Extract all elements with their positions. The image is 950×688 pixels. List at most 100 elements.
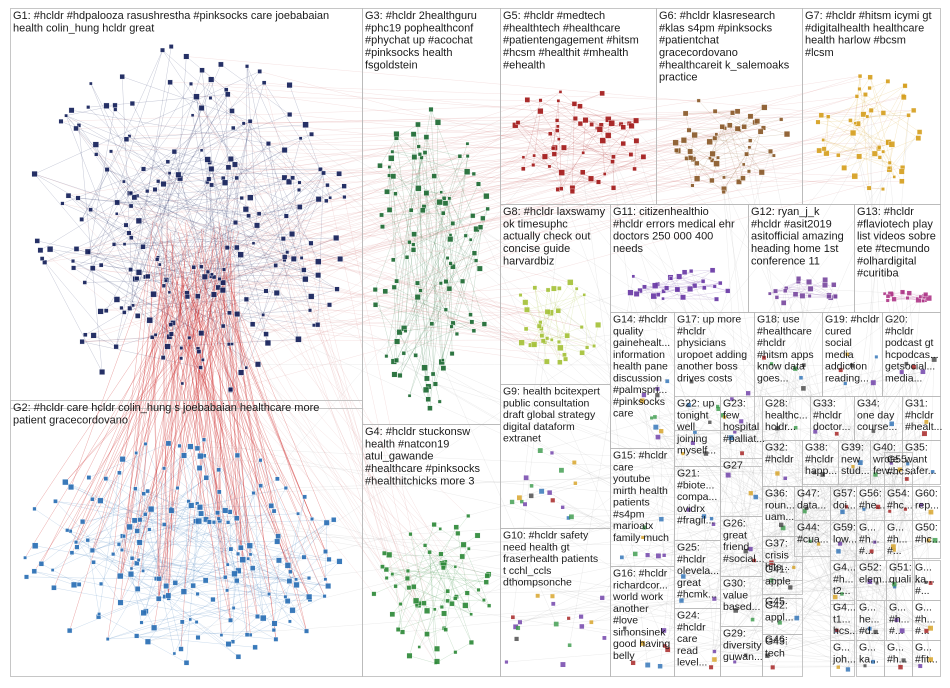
graph-node [236,551,241,556]
graph-edge [657,436,907,480]
graph-node [556,99,561,103]
graph-edge [73,267,200,352]
graph-edge [211,184,260,214]
graph-edge [723,155,774,178]
graph-edge [229,299,307,632]
graph-edge [445,566,456,630]
graph-node [393,191,398,196]
graph-node [511,615,515,620]
graph-node [90,332,97,339]
graph-node [281,147,288,154]
graph-edge [179,445,229,523]
group-label-line: #hcsm #healthit #mhealth [503,47,628,59]
graph-node [867,579,873,584]
graph-node [854,94,859,99]
graph-node [225,641,232,647]
group-label-g59: G59:low... [833,522,857,546]
group-label-line: G2: #hcldr care hcldr colin_hung s joeba… [13,402,319,414]
graph-node [559,186,564,191]
group-box-g60 [912,486,941,521]
group-label-g44: G44:#cua... [797,522,829,546]
group-label-line: G59: [833,522,856,534]
graph-node [172,651,177,656]
graph-edge [129,280,174,527]
graph-node [156,179,161,184]
graph-node [46,246,54,253]
graph-edge [386,133,397,192]
graph-edge [624,151,771,629]
graph-edge [400,553,442,605]
graph-edge [386,562,445,579]
graph-edge [750,169,890,494]
graph-edge [163,178,224,185]
graph-node [680,294,686,301]
graph-node [80,519,86,525]
graph-node [296,511,300,516]
group-label-g36: G36:roun...uam... [765,488,795,524]
graph-node [406,652,413,659]
graph-node [605,116,612,123]
graph-node [393,584,398,589]
graph-node [342,195,347,200]
group-label-line: G46: [765,634,788,646]
graph-node [126,523,133,531]
graph-node [406,585,412,591]
graph-edge [201,70,233,345]
graph-edge [686,158,693,186]
group-label-line: G... [859,642,876,654]
group-label-line: one day [857,409,895,421]
graph-node [372,302,379,308]
graph-edge [840,370,931,629]
graph-node [857,86,862,91]
graph-node [38,561,45,567]
graph-edge [478,363,907,591]
graph-edge [260,460,325,597]
graph-edge [863,509,890,512]
graph-node [310,517,314,521]
graph-node [777,620,782,625]
graph-edge [220,245,275,512]
graph-node [188,502,195,509]
graph-edge [767,619,897,656]
graph-node [390,149,395,154]
group-label-g47: G47:data... [797,488,826,512]
graph-edge [134,182,300,198]
graph-edge [777,383,846,474]
graph-edge [654,285,665,556]
graph-edge [137,577,226,590]
graph-node [315,196,322,203]
graph-node [441,610,447,617]
graph-edge [158,326,167,599]
graph-edge [821,115,875,154]
graph-edge [183,314,219,456]
graph-edge [389,175,447,282]
graph-node [53,499,58,504]
graph-edge [138,126,558,221]
graph-edge [50,248,202,334]
graph-node [820,472,825,477]
graph-edge [854,76,861,124]
graph-node [454,331,459,336]
graph-edge [869,478,907,629]
graph-edge [694,431,839,552]
graph-node [239,195,244,201]
graph-edge [392,544,464,575]
graph-edge [722,126,740,182]
graph-edge [136,607,234,637]
group-label-line: #... [889,625,904,637]
graph-edge [177,305,310,597]
graph-node [89,547,95,553]
group-label-line: social [825,337,852,349]
graph-edge [211,247,237,275]
graph-node [229,108,235,114]
graph-node [227,386,234,393]
graph-edge [142,246,306,280]
group-label-line: #healthcareit k_salemoaks [659,59,790,71]
graph-node [115,212,119,216]
graph-edge [84,279,167,283]
graph-node [775,471,780,476]
graph-node [767,291,772,296]
graph-node [160,47,165,53]
